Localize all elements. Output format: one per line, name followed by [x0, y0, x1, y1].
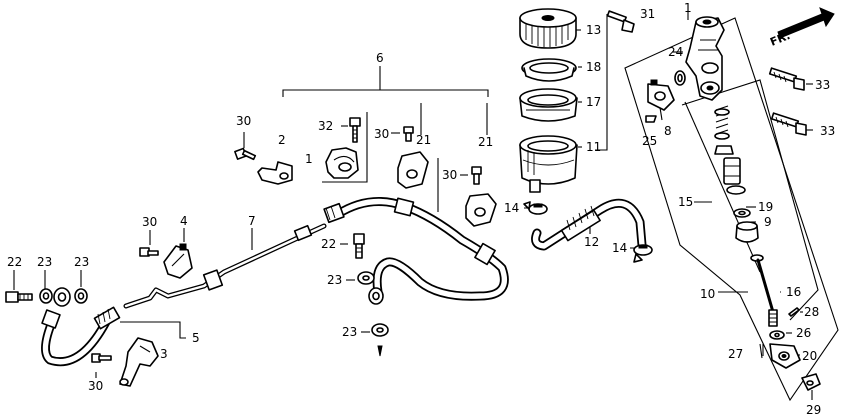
- washer-23-center-b: [371, 323, 389, 337]
- callout-33-lower: 33: [820, 124, 835, 138]
- joint-20: [769, 343, 801, 369]
- callout-30-right: 30: [442, 168, 457, 182]
- callout-1-clamp: 1: [305, 152, 313, 166]
- push-rod-16: [750, 254, 778, 327]
- reservoir-diaphragm: [519, 88, 578, 122]
- callout-15: 15: [678, 195, 693, 209]
- callout-5: 5: [192, 331, 200, 345]
- callout-24: 24: [668, 45, 683, 59]
- callout-23-left-a: 23: [37, 255, 52, 269]
- callout-14-upper: 14: [504, 201, 519, 215]
- callout-10: 10: [700, 287, 715, 301]
- callout-8: 8: [664, 124, 672, 138]
- callout-29: 29: [806, 403, 821, 417]
- callout-26: 26: [796, 326, 811, 340]
- callout-30-guide: 30: [142, 215, 157, 229]
- callout-21-a: 21: [416, 133, 431, 147]
- bolt-30-top: [234, 147, 257, 161]
- bolt-33-upper: [768, 67, 805, 91]
- washer-23-center-a: [357, 271, 375, 285]
- piston-spring: [714, 105, 730, 140]
- clamp-21-lower: [465, 166, 497, 227]
- callout-20: 20: [802, 349, 817, 363]
- callout-21-b: 21: [478, 135, 493, 149]
- callout-12: 12: [584, 235, 599, 249]
- callout-22-center: 22: [321, 237, 336, 251]
- bolt-22-center: [353, 233, 365, 259]
- brake-hose-main: [323, 197, 509, 301]
- callout-23-center-a: 23: [327, 273, 342, 287]
- clamp-21-upper: [397, 126, 429, 189]
- callout-25: 25: [642, 134, 657, 148]
- oring-24: [674, 70, 686, 86]
- callout-19: 19: [758, 200, 773, 214]
- pin-29: [801, 373, 821, 391]
- callout-labels: 1 1 2 3 4 5 6 7 8 9 10 11 12 13 14 14 15…: [7, 1, 835, 417]
- callout-1-cylinder: 1: [684, 1, 692, 15]
- piston: [723, 157, 746, 195]
- nut-26: [769, 330, 785, 340]
- stay-3: [119, 337, 159, 387]
- reservoir-tank: [519, 135, 578, 193]
- bolt-33-lower: [770, 112, 807, 136]
- callout-17: 17: [586, 95, 601, 109]
- bolt-30-guide: [139, 247, 159, 257]
- clip-8: [645, 115, 657, 123]
- callout-7: 7: [248, 214, 256, 228]
- callout-11: 11: [586, 140, 601, 154]
- washer-23-left-b: [74, 288, 88, 304]
- brake-hose-left: [41, 306, 121, 367]
- callout-27: 27: [728, 347, 743, 361]
- callout-30-mid: 30: [374, 127, 389, 141]
- master-cylinder-body: [685, 16, 725, 101]
- callout-23-center-b: 23: [342, 325, 357, 339]
- piston-cup: [714, 145, 734, 155]
- callout-13: 13: [586, 23, 601, 37]
- callout-30-top: 30: [236, 114, 251, 128]
- callout-16: 16: [786, 285, 801, 299]
- hose-clip-lower: [633, 244, 653, 263]
- callout-31: 31: [640, 7, 655, 21]
- hose-clip-upper: [523, 201, 548, 215]
- callout-32: 32: [318, 119, 333, 133]
- joint-25: [647, 79, 675, 111]
- brake-pipe: [123, 223, 327, 309]
- arrow-bleed: [377, 345, 383, 357]
- boot-9: [735, 221, 759, 243]
- callout-18: 18: [586, 60, 601, 74]
- guide-4: [163, 243, 193, 279]
- bolt-22-left: [5, 291, 33, 303]
- reservoir-diaphragm-plate: [521, 58, 577, 82]
- callout-22-left: 22: [7, 255, 22, 269]
- callout-33-upper: 33: [815, 78, 830, 92]
- reservoir-hose: [531, 198, 647, 251]
- washer-19: [733, 208, 751, 218]
- callout-4: 4: [180, 214, 188, 228]
- washer-23-left-a: [39, 288, 53, 304]
- callout-14-lower: 14: [612, 241, 627, 255]
- callout-3: 3: [160, 347, 168, 361]
- callout-6: 6: [376, 51, 384, 65]
- reservoir-cap: [519, 8, 577, 49]
- union-left: [53, 287, 71, 307]
- bolt-31: [606, 10, 635, 33]
- callout-28: 28: [804, 305, 819, 319]
- callout-9: 9: [764, 215, 772, 229]
- callout-30-stay: 30: [88, 379, 103, 393]
- bolt-32: [349, 117, 361, 143]
- callout-2: 2: [278, 133, 286, 147]
- cotter-27: [759, 343, 764, 359]
- clamp-1: [325, 147, 359, 179]
- bracket-2: [257, 161, 293, 185]
- front-direction-arrow: FR.: [768, 7, 835, 49]
- callout-23-left-b: 23: [74, 255, 89, 269]
- union-center: [368, 287, 384, 305]
- pin-28: [788, 307, 800, 317]
- bolt-30-stay: [91, 353, 112, 363]
